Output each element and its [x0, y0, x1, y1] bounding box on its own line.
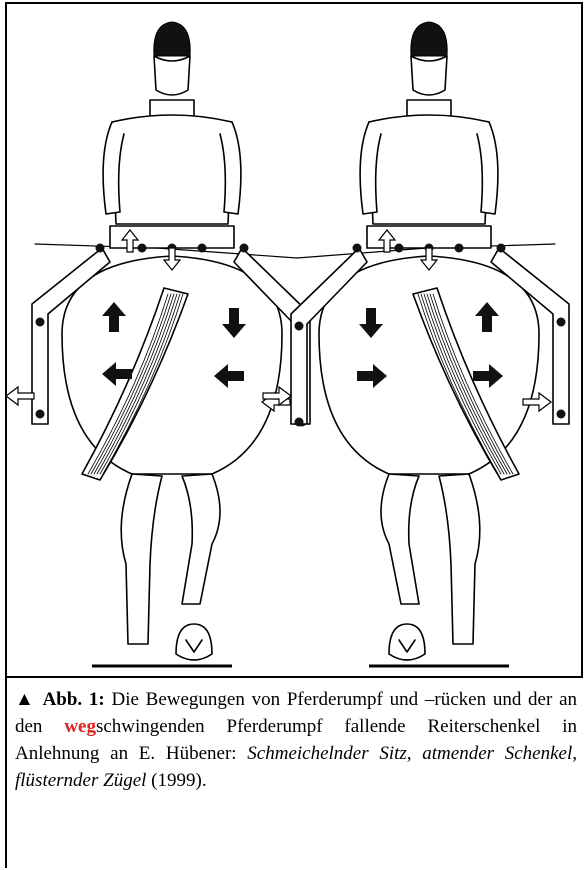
caption-marker: ▲ [15, 689, 36, 710]
left-joint-dot [36, 410, 45, 419]
left-rider-arrow [7, 387, 34, 405]
left-hoof [176, 624, 212, 660]
left-torso [112, 115, 232, 224]
right-hind-leg-right [381, 474, 419, 604]
left-hind-leg-left [121, 474, 162, 644]
caption-highlight: weg [64, 716, 96, 737]
right-joint-dot [455, 244, 464, 253]
left-joint-dot [36, 318, 45, 327]
figure-frame: ▲ Abb. 1: Die Bewegungen von Pferderumpf… [5, 2, 583, 868]
right-joint-dot [557, 410, 566, 419]
right-joint-dot [557, 318, 566, 327]
left-joint-dot [198, 244, 207, 253]
right-joint-dot [295, 418, 304, 427]
figure-illustration [7, 2, 583, 678]
left-horse-rump [62, 256, 282, 474]
right-helmet [411, 22, 447, 56]
caption-label: Abb. 1: [43, 689, 105, 710]
left-hind-leg-right [182, 474, 220, 604]
figure-caption: ▲ Abb. 1: Die Bewegungen von Pferderumpf… [15, 686, 577, 794]
caption-year: (1999). [146, 770, 206, 791]
right-collar [407, 100, 451, 116]
left-joint-dot [240, 244, 249, 253]
right-joint-dot [353, 244, 362, 253]
left-collar [150, 100, 194, 116]
right-head [411, 56, 447, 95]
horse-rider-drawing [7, 4, 583, 680]
left-joint-dot [138, 244, 147, 253]
right-joint-dot [395, 244, 404, 253]
right-joint-dot [497, 244, 506, 253]
right-hind-leg-left [439, 474, 480, 644]
left-helmet [154, 22, 190, 56]
left-joint-dot [96, 244, 105, 253]
right-horse-rump [319, 256, 539, 474]
right-torso [369, 115, 489, 224]
left-head [154, 56, 190, 95]
right-hoof [389, 624, 425, 660]
right-joint-dot [295, 322, 304, 331]
